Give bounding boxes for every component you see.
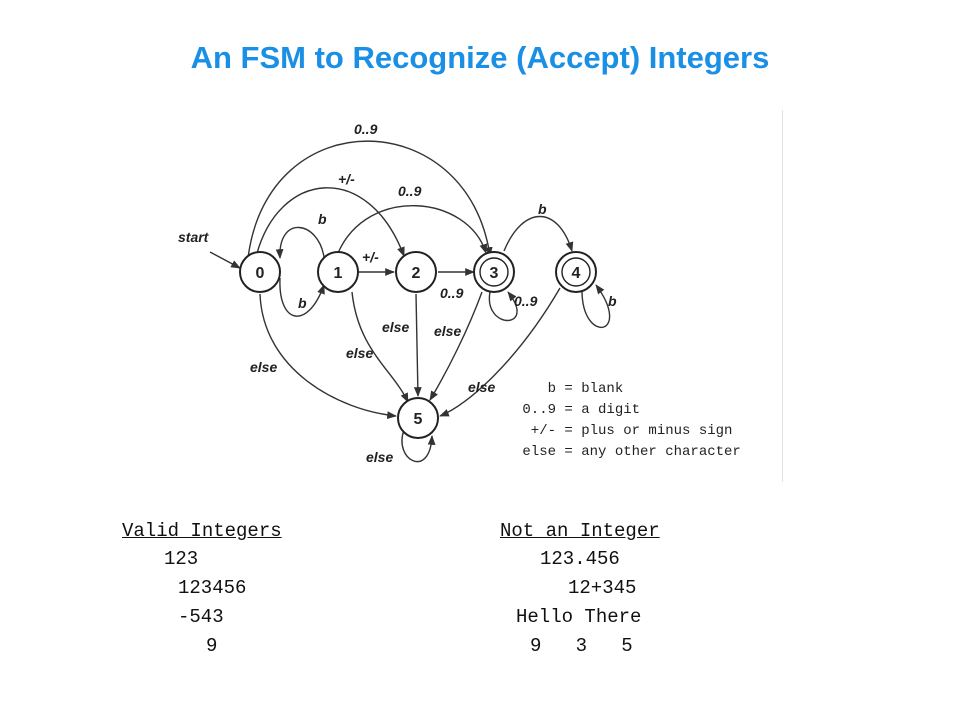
valid-example: 123 [164,548,199,570]
edge-zero-self [279,277,325,317]
label-four-to-five: else [468,379,495,395]
label-five-self: else [366,449,393,465]
edge-zero-to-three [247,140,493,259]
legend-line-digit: 0..9 = a digit [514,402,640,418]
label-one-to-two: +/- [362,249,379,265]
edge-zero-to-two [255,187,405,258]
valid-integers-heading: Valid Integers [122,520,282,542]
label-zero-to-two: +/- [338,171,355,187]
label-four-self: b [608,293,617,309]
state-2 [395,251,437,293]
edge-one-self [275,226,325,259]
state-4-label: 4 [572,265,581,282]
edge-one-to-five [351,291,409,403]
state-1 [317,251,359,293]
state-5 [397,397,439,439]
state-0-label: 0 [256,265,265,282]
legend-line-else: else = any other character [514,444,741,460]
label-three-to-four: b [538,201,547,217]
label-one-self: b [318,211,327,227]
state-2-label: 2 [412,265,421,282]
invalid-example: 12+345 [568,577,637,599]
label-two-to-three: 0..9 [440,285,464,301]
edge-three-to-four [503,215,574,252]
edge-start [209,251,241,269]
edge-zero-to-five [259,293,397,419]
start-label: start [178,229,210,245]
state-0 [239,251,281,293]
invalid-example: 9 3 5 [530,635,633,657]
not-integer-heading: Not an Integer [500,520,660,542]
label-zero-to-five: else [250,359,277,375]
fsm-diagram: 0 1 2 3 4 5 start 0..9 +/- b b 0..9 +/- … [168,110,783,482]
diagram-legend: b = blank 0..9 = a digit +/- = plus or m… [514,381,741,460]
label-zero-self: b [298,295,307,311]
label-one-to-five: else [346,345,373,361]
state-1-label: 1 [334,265,343,282]
legend-line-sign: +/- = plus or minus sign [514,423,732,439]
invalid-example: Hello There [516,606,642,628]
valid-example: 9 [206,635,218,657]
edge-three-to-five [429,291,483,401]
slide-title: An FSM to Recognize (Accept) Integers [190,40,770,75]
legend-line-blank: b = blank [514,381,623,397]
edge-five-self [401,429,436,463]
state-4-accept-ring [561,257,591,287]
state-3-accept-ring [479,257,509,287]
invalid-example: 123.456 [540,548,620,570]
valid-example: -543 [178,606,224,628]
label-one-to-three: 0..9 [398,183,422,199]
state-5-label: 5 [414,411,423,428]
label-three-self: 0..9 [514,293,538,309]
label-two-to-five: else [382,319,409,335]
edge-four-self [581,284,611,329]
label-zero-to-three: 0..9 [354,121,378,137]
state-3-label: 3 [490,265,499,282]
valid-example: 123456 [178,577,247,599]
edge-two-to-five [413,293,422,397]
label-three-to-five: else [434,323,461,339]
edge-four-to-five [439,287,561,417]
edge-three-self [488,291,518,322]
fsm-diagram-svg: 0 1 2 3 4 5 start 0..9 +/- b b 0..9 +/- … [178,121,741,465]
edge-one-to-three [337,205,488,254]
